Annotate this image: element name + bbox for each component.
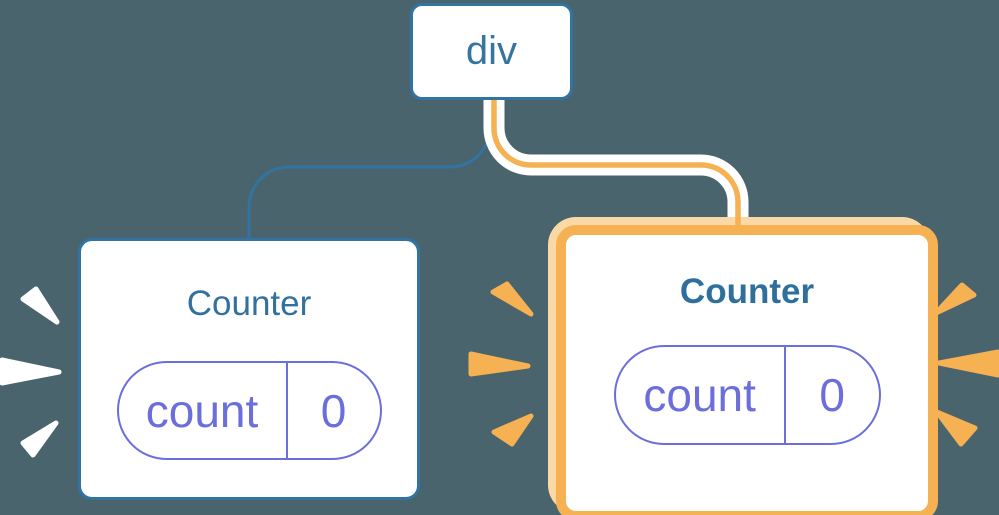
tree-edge-left [247, 100, 492, 239]
state-key-label: count [616, 347, 786, 443]
spark-burst-middle [468, 281, 534, 447]
spark-burst-right [933, 282, 999, 447]
spark-icon [20, 286, 60, 325]
spark-icon [933, 282, 977, 316]
spark-icon [20, 420, 59, 458]
counter-card-right-highlight: Counter count 0 [548, 217, 938, 515]
counter-card-left: Counter count 0 [78, 238, 420, 500]
spark-burst-left [0, 286, 62, 458]
state-key-label: count [119, 363, 288, 458]
state-value: 0 [819, 369, 845, 421]
spark-icon [468, 351, 531, 377]
counter-title-right: Counter [679, 272, 815, 311]
spark-icon [490, 281, 534, 317]
root-node-div: div [410, 3, 573, 100]
root-node-label: div [465, 29, 518, 73]
tree-edge-right-highlighted [491, 100, 741, 233]
counter-card-right: Counter count 0 [556, 225, 938, 515]
spark-icon [0, 357, 62, 386]
tree-edge-right-casing [483, 100, 749, 217]
spark-icon [491, 413, 534, 447]
spark-icon [934, 409, 978, 447]
state-pill-left: count 0 [116, 361, 382, 460]
state-pill-right: count 0 [613, 345, 881, 445]
spark-icon [936, 349, 999, 378]
state-value: 0 [320, 384, 347, 437]
counter-title-left: Counter [186, 284, 312, 323]
